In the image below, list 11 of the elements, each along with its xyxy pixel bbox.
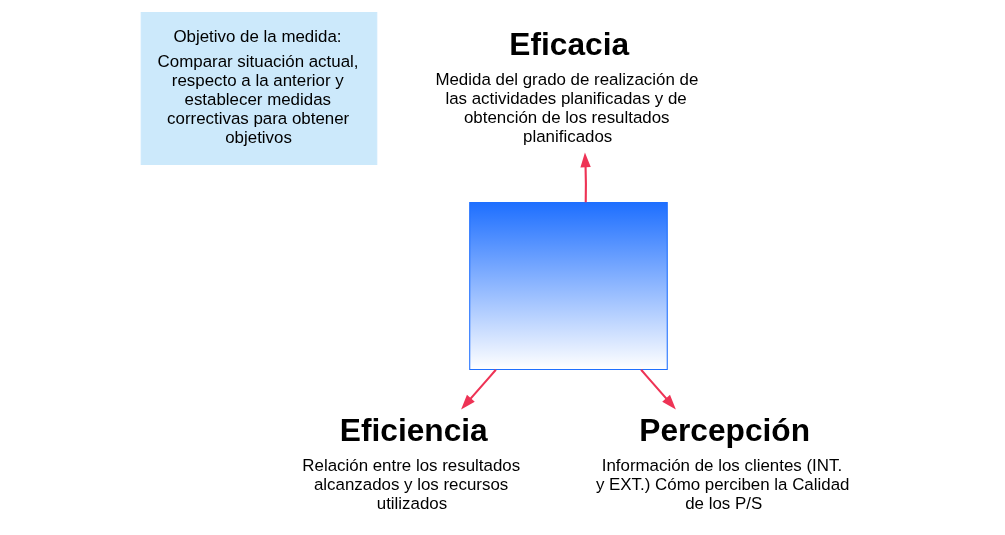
node-text: Eficiencia — [339, 411, 488, 448]
node-text: Percepción — [638, 411, 810, 448]
node-box: Objetivo de la medida: Comparar situación actual, respecto a la anterior y establecer medidas correctivas para obtener objetivos — [140, 11, 377, 166]
node-box — [468, 202, 668, 370]
arrow — [639, 369, 676, 410]
node-label: Información de los clientes (INT. y EXT.) Cómo perciben la Calidad de los P/S — [595, 456, 849, 514]
node-label: Medida del grado de realización de las actividades planificadas y de obtención de los resultados planificados — [434, 70, 698, 147]
arrow — [579, 152, 591, 203]
node-text: Eficacia — [508, 25, 629, 62]
node-label: Relación entre los resultados alcanzados y los recursos utilizados — [301, 456, 520, 514]
arrow — [460, 369, 497, 410]
